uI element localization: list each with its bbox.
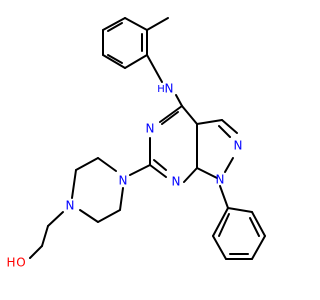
bond xyxy=(183,167,198,183)
atom-label: N xyxy=(172,175,181,189)
bond xyxy=(218,125,231,138)
structure-diagram: N H N N N N N N H O xyxy=(6,17,266,270)
bond xyxy=(102,17,126,31)
bond xyxy=(221,119,238,134)
bond xyxy=(251,211,266,237)
molecule-canvas: N H N N N N N N H O xyxy=(6,17,266,270)
bond xyxy=(71,169,77,199)
bond xyxy=(161,111,179,125)
bond xyxy=(159,105,183,123)
bond xyxy=(47,211,64,227)
atom-label-layer: N H N N N N N N H O xyxy=(6,82,242,270)
atom-label: N xyxy=(234,139,243,153)
bond xyxy=(196,167,218,179)
atom-label: N xyxy=(165,82,174,96)
bond xyxy=(102,54,126,69)
bond xyxy=(175,94,183,107)
bond xyxy=(146,54,163,83)
bond xyxy=(218,213,230,237)
bond xyxy=(129,164,151,176)
bond xyxy=(119,187,124,211)
atom-label: H xyxy=(157,84,165,95)
bond xyxy=(181,105,198,125)
bond xyxy=(224,157,234,173)
bond xyxy=(227,207,253,213)
bond xyxy=(79,209,99,223)
bond xyxy=(29,245,43,259)
bond xyxy=(146,17,169,31)
bond-layer xyxy=(29,17,266,260)
bond xyxy=(149,164,167,178)
bond xyxy=(107,54,123,64)
bond xyxy=(249,217,260,237)
bond xyxy=(196,119,223,125)
bond xyxy=(41,225,49,247)
bond xyxy=(212,235,227,260)
bond xyxy=(212,207,229,237)
bond xyxy=(97,157,117,172)
bond xyxy=(75,157,99,171)
atom-label: N xyxy=(146,122,155,136)
atom-label: O xyxy=(16,256,25,270)
atom-label: N xyxy=(119,174,128,188)
atom-label: N xyxy=(216,173,225,187)
bond xyxy=(251,235,266,260)
bond xyxy=(124,17,148,31)
bond xyxy=(97,209,121,223)
atom-label: H xyxy=(6,256,15,270)
bond xyxy=(219,185,229,209)
atom-label: N xyxy=(66,199,75,213)
bond xyxy=(107,22,123,32)
bond xyxy=(124,54,148,69)
bond xyxy=(153,159,167,171)
